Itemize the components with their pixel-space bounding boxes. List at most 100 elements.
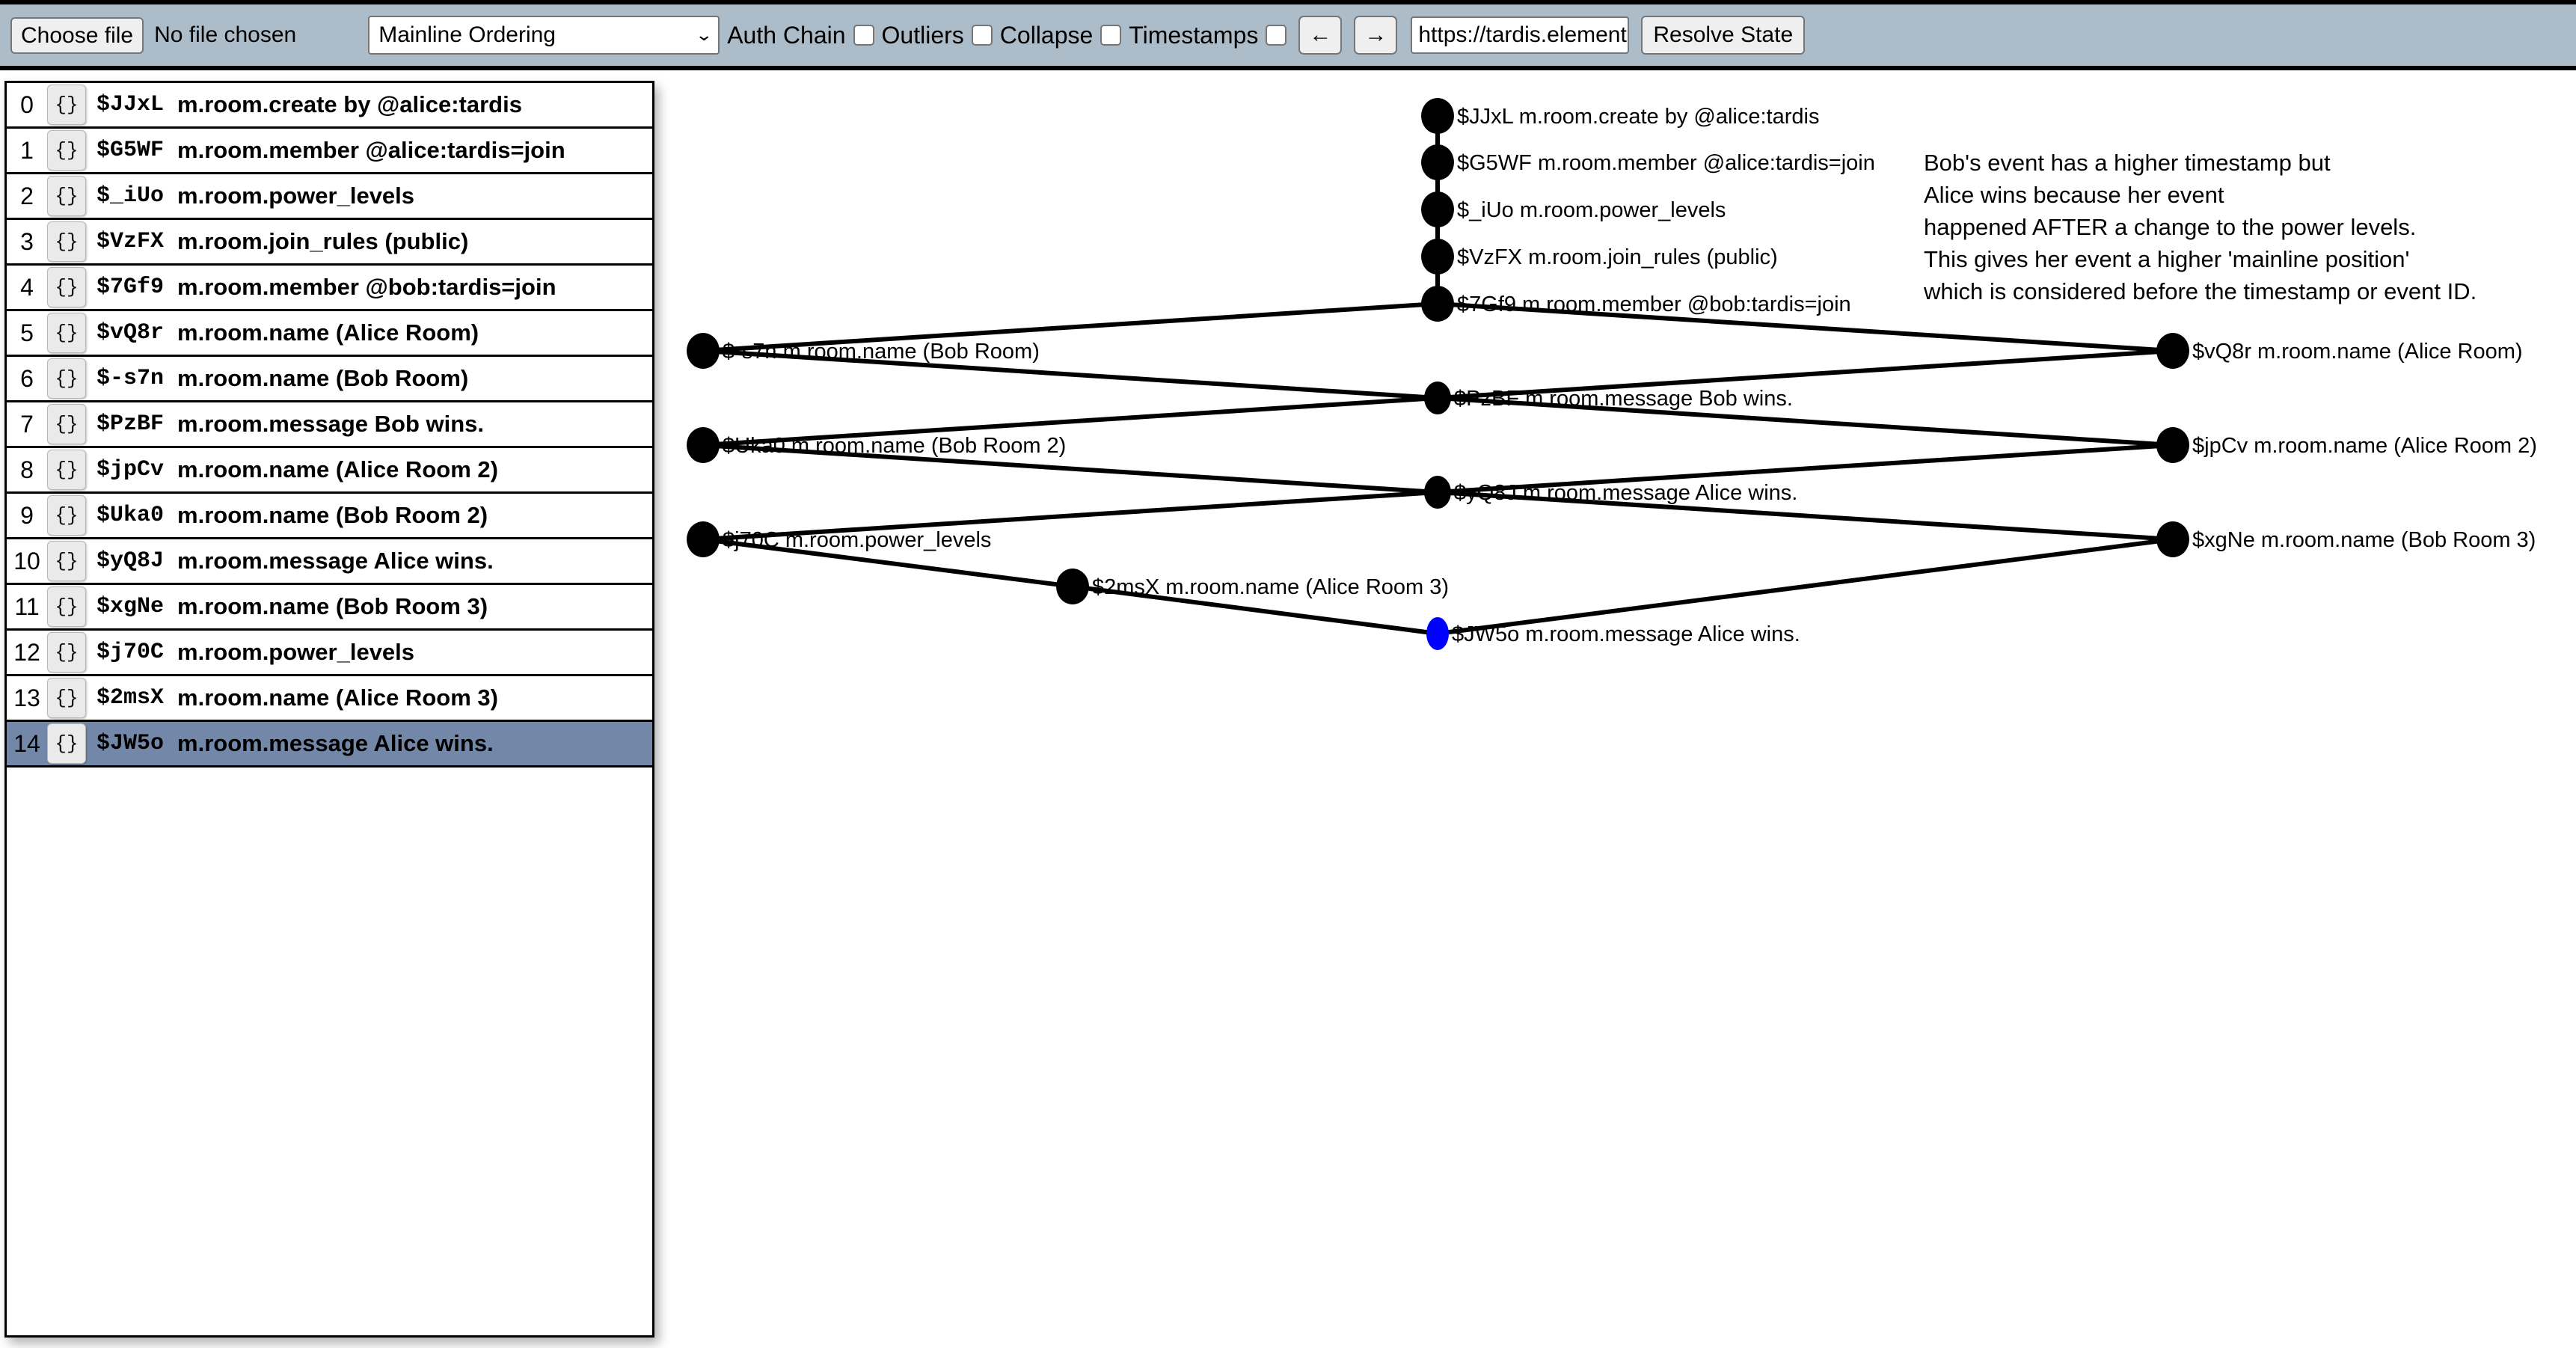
toolbar: Choose file No file chosen Mainline Orde… (0, 0, 2576, 70)
event-description: m.room.message Alice wins. (177, 548, 494, 574)
event-id: $2msX (96, 685, 165, 711)
json-badge-icon[interactable]: {} (47, 130, 86, 171)
event-description: m.room.power_levels (177, 183, 415, 209)
event-list-item[interactable]: 8 {} $jpCv m.room.name (Alice Room 2) (7, 448, 652, 494)
outliers-checkbox-group[interactable]: Outliers (874, 22, 993, 49)
event-id: $_iUo (96, 183, 165, 209)
annotation-line-0: Bob's event has a higher timestamp but (1924, 150, 2331, 176)
dag-node-label: $j70C m.room.power_levels (723, 528, 991, 552)
json-badge-icon[interactable]: {} (47, 404, 86, 444)
dag-node-yQ8J[interactable] (1424, 476, 1451, 509)
ordering-mode-value: Mainline Ordering (378, 22, 556, 47)
dag-node-2msX[interactable] (1056, 569, 1089, 604)
json-badge-icon[interactable]: {} (47, 541, 86, 581)
json-badge-icon[interactable]: {} (47, 221, 86, 262)
json-badge-icon[interactable]: {} (47, 313, 86, 353)
annotation-line-2: happened AFTER a change to the power lev… (1924, 214, 2417, 240)
json-badge-icon[interactable]: {} (47, 678, 86, 718)
event-index: 6 (20, 364, 34, 392)
collapse-checkbox-group[interactable]: Collapse (993, 22, 1122, 49)
dag-node-_iUo[interactable] (1421, 192, 1454, 227)
event-description: m.room.name (Bob Room) (177, 365, 469, 391)
json-badge-icon[interactable]: {} (47, 586, 86, 627)
outliers-label: Outliers (881, 21, 964, 49)
dag-edge (702, 301, 1438, 353)
back-arrow-icon[interactable]: ← (1298, 16, 1343, 55)
event-description: m.room.power_levels (177, 639, 415, 665)
json-badge-icon[interactable]: {} (47, 358, 86, 399)
dag-node-JJxL[interactable] (1421, 98, 1454, 134)
event-description: m.room.name (Alice Room 3) (177, 684, 498, 711)
json-badge-icon[interactable]: {} (47, 267, 86, 307)
json-badge-icon[interactable]: {} (47, 450, 86, 490)
choose-file-button[interactable]: Choose file (10, 16, 144, 54)
dag-node-label: $G5WF m.room.member @alice:tardis=join (1457, 151, 1875, 175)
dag-edge (702, 396, 1438, 447)
json-badge-icon[interactable]: {} (47, 723, 86, 764)
forward-arrow-icon[interactable]: → (1354, 16, 1398, 55)
dag-node-7Gf9[interactable] (1421, 286, 1454, 322)
dag-node-Uka0[interactable] (687, 427, 720, 463)
event-id: $G5WF (96, 138, 165, 163)
dag-node-j70C[interactable] (687, 521, 720, 557)
json-badge-icon[interactable]: {} (47, 85, 86, 125)
event-description: m.room.member @bob:tardis=join (177, 274, 556, 300)
event-id: $VzFX (96, 229, 165, 254)
dag-node-VzFX[interactable] (1421, 239, 1454, 275)
event-id: $Uka0 (96, 503, 165, 528)
dag-edge (1437, 301, 2174, 353)
server-url-input[interactable]: https://tardis.element.dev (1411, 16, 1630, 54)
resolve-state-button[interactable]: Resolve State (1641, 16, 1806, 55)
event-index: 8 (20, 456, 34, 483)
event-description: m.room.member @alice:tardis=join (177, 137, 565, 163)
event-id: $jpCv (96, 457, 165, 482)
dag-edge (702, 443, 1438, 494)
dag-node-s7n[interactable] (687, 333, 720, 369)
json-badge-icon[interactable]: {} (47, 176, 86, 216)
timestamps-checkbox-group[interactable]: Timestamps (1121, 22, 1287, 49)
json-badge-icon[interactable]: {} (47, 632, 86, 673)
dag-node-xgNe[interactable] (2156, 521, 2189, 557)
outliers-checkbox[interactable] (971, 25, 993, 46)
dag-edge (702, 349, 1438, 400)
dag-node-vQ8r[interactable] (2156, 333, 2189, 369)
file-picker[interactable]: Choose file No file chosen (10, 16, 296, 54)
annotation-line-4: which is considered before the timestamp… (1924, 278, 2477, 304)
timestamps-checkbox[interactable] (1266, 25, 1287, 46)
dag-edge (1437, 349, 2174, 400)
json-badge-icon[interactable]: {} (47, 495, 86, 536)
dag-node-PzBF[interactable] (1424, 382, 1451, 414)
event-index: 11 (14, 592, 40, 620)
event-index: 4 (20, 273, 34, 301)
dag-node-G5WF[interactable] (1421, 144, 1454, 180)
collapse-checkbox[interactable] (1100, 25, 1122, 46)
event-id: $j70C (96, 640, 165, 665)
dag-graph-canvas[interactable]: $JJxL m.room.create by @alice:tardis$G5W… (658, 75, 2576, 1348)
event-description: m.room.name (Alice Room) (177, 319, 479, 346)
event-description: m.room.name (Alice Room 2) (177, 456, 498, 482)
auth-chain-checkbox-group[interactable]: Auth Chain (720, 22, 874, 49)
ordering-mode-select[interactable]: Mainline Ordering ⌄ (368, 16, 720, 55)
auth-chain-checkbox[interactable] (853, 25, 874, 46)
dag-edge (1072, 584, 1438, 636)
dag-edge (702, 537, 1073, 589)
event-index: 0 (20, 91, 34, 118)
dag-node-label: $PzBF m.room.message Bob wins. (1454, 387, 1793, 411)
dag-node-JW5o[interactable] (1426, 617, 1449, 650)
dag-node-jpCv[interactable] (2156, 427, 2189, 463)
